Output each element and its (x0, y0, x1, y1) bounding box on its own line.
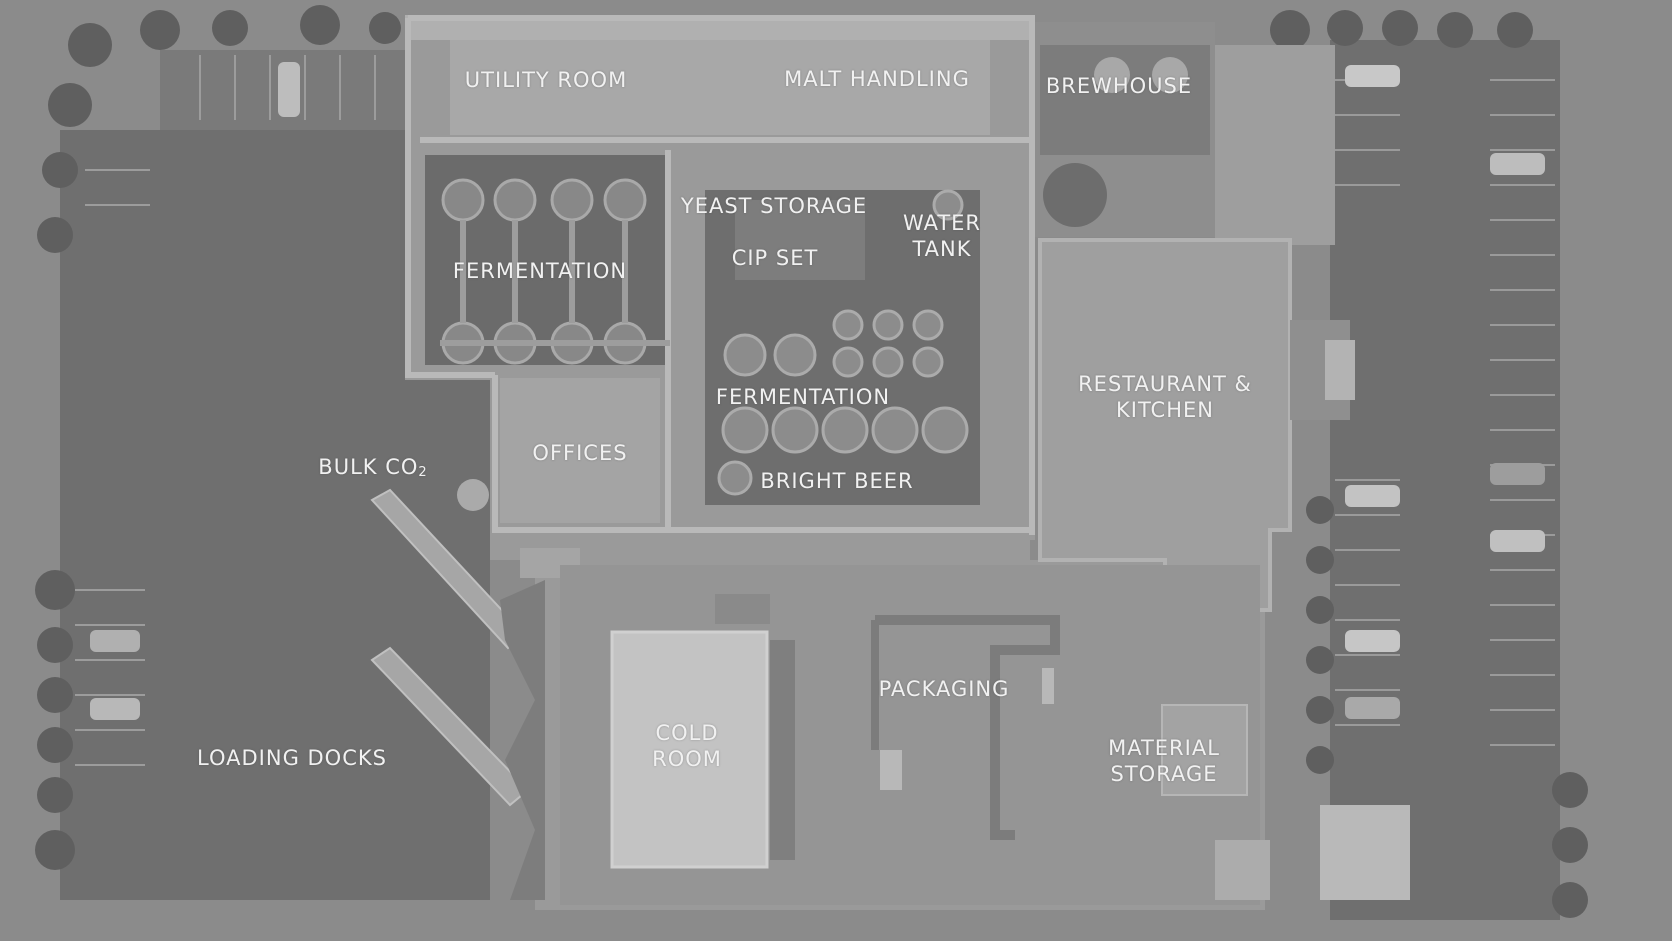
label-fermentation-center: FERMENTATION (715, 385, 891, 409)
cold-room-box (610, 630, 769, 869)
label-brewhouse: BREWHOUSE (1045, 74, 1193, 98)
label-bulk-co2: BULK CO2 (318, 454, 427, 486)
label-cold-room-line2: ROOM (652, 747, 722, 771)
label-fermentation-west: FERMENTATION (452, 259, 628, 283)
production-floor (500, 565, 1410, 905)
label-material-storage-line2: STORAGE (1110, 762, 1218, 786)
label-utility-room: UTILITY ROOM (464, 68, 628, 92)
label-bright-beer: BRIGHT BEER (760, 469, 914, 493)
label-loading-docks: LOADING DOCKS (197, 746, 387, 770)
label-yeast-storage: YEAST STORAGE (680, 194, 868, 218)
west-lot (60, 50, 490, 900)
label-bulk-co2-subscript: 2 (418, 465, 428, 480)
brewhouse-block (1035, 22, 1335, 245)
trucks-and-co2 (370, 479, 580, 807)
label-restaurant-line1: RESTAURANT & (1078, 372, 1252, 396)
label-cold-room: COLD ROOM (652, 720, 722, 772)
east-lot (1330, 40, 1560, 920)
label-material-storage-line1: MATERIAL (1108, 736, 1220, 760)
trees (35, 5, 1588, 918)
label-cip-set: CIP SET (731, 246, 819, 270)
label-material-storage: MATERIAL STORAGE (1108, 735, 1220, 787)
label-cold-room-line1: COLD (655, 721, 719, 745)
label-water-tank: WATER TANK (903, 210, 981, 262)
central-tanks (717, 189, 969, 496)
label-packaging: PACKAGING (878, 677, 1010, 701)
label-restaurant-line2: KITCHEN (1115, 398, 1214, 422)
fermentation-west-tanks (440, 178, 670, 365)
label-bulk-co2-text: BULK CO (318, 455, 419, 479)
restaurant-block (1038, 238, 1355, 612)
label-offices: OFFICES (532, 441, 628, 465)
label-restaurant-kitchen: RESTAURANT & KITCHEN (1078, 371, 1252, 423)
label-water-tank-line2: TANK (912, 237, 972, 261)
label-malt-handling: MALT HANDLING (784, 67, 970, 91)
label-water-tank-line1: WATER (902, 211, 982, 235)
